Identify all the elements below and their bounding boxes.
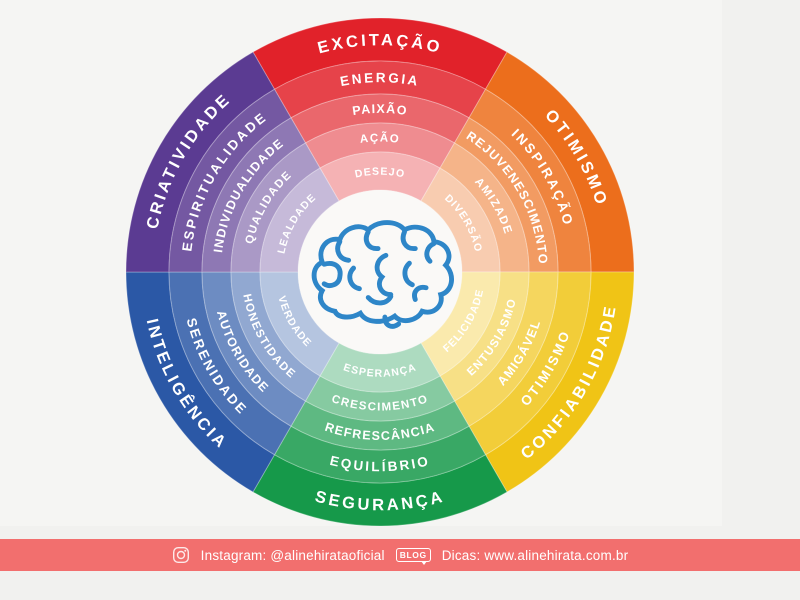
tips-url: Dicas: www.alinehirata.com.br: [441, 547, 629, 563]
segment-green: SEGURANÇAEQUILÍBRIOREFRESCÂNCIACRESCIMEN…: [252, 342, 508, 527]
segment-red-ring-3-label: PAIXÃO: [351, 101, 408, 118]
segment-red-ring-4-label: AÇÃO: [359, 131, 400, 145]
segment-green-ring-2-label: EQUILÍBRIO: [328, 453, 431, 474]
emotion-color-wheel: EXCITAÇÃOENERGIAPAIXÃOAÇÃODESEJOOTIMISMO…: [125, 17, 635, 527]
segment-red-ring-2-label: ENERGIA: [339, 70, 421, 89]
segment-orange: OTIMISMOINSPIRAÇÃOREJUVENESCIMENTOAMIZAD…: [420, 51, 635, 273]
segment-red-ring-2: [273, 60, 487, 119]
brain-icon: [311, 220, 454, 329]
instagram-icon: [172, 546, 190, 564]
footer-bar: Instagram: @alinehirataoficial BLOG Dica…: [0, 539, 800, 571]
blog-icon: BLOG: [395, 548, 431, 566]
instagram-handle: Instagram: @alinehirataoficial: [200, 547, 385, 563]
segment-red-ring-5-label: DESEJO: [354, 166, 407, 181]
segment-yellow: CONFIABILIDADEOTIMISMOAMIGÁVELENTUSIASMO…: [420, 271, 635, 493]
